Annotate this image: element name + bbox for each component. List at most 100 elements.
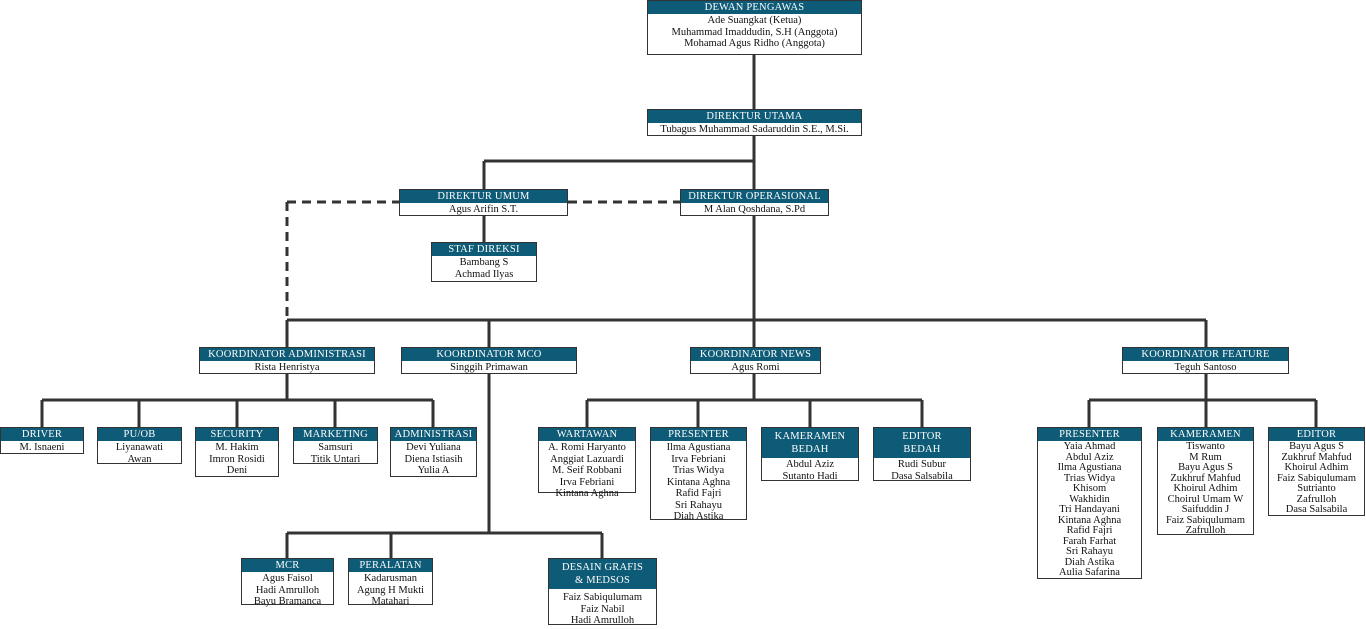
member-name: Faiz Sabiqulumam: [1165, 514, 1246, 526]
node-koordinator-news: KOORDINATOR NEWS Agus Romi: [690, 347, 821, 374]
member-name: Irva Febriani: [671, 453, 726, 465]
member-name: M. Isnaeni: [19, 442, 65, 453]
member-name: Tri Handayani: [1059, 504, 1120, 515]
node-title: KOORDINATOR FEATURE: [1123, 348, 1288, 361]
node-members: Devi Yuliana Diena Istiasih Yulia A: [391, 441, 476, 479]
node-title: DESAIN GRAFIS & MEDSOS: [549, 559, 656, 589]
node-title: DIREKTUR UMUM: [400, 190, 567, 203]
member-name: Dasa Salsabila: [1285, 504, 1348, 515]
member-name: Rafid Fajri: [1066, 525, 1113, 536]
member-name: Liyanawati: [115, 442, 164, 453]
node-members: Bambang S Achmad Ilyas: [432, 256, 536, 282]
member-name: Agus Faisol: [262, 573, 313, 584]
member-name: Khisom: [1072, 483, 1107, 494]
node-members: Kadarusman Agung H Mukti Matahari: [349, 572, 432, 610]
member-name: Diah Astika: [673, 511, 724, 522]
node-title: MARKETING: [294, 428, 377, 441]
node-title: PRESENTER: [651, 428, 746, 441]
node-title: ADMINISTRASI: [391, 428, 476, 441]
member-name: Trias Widya: [672, 465, 725, 476]
node-wartawan: WARTAWAN A. Romi Haryanto Anggiat Lazuar…: [538, 427, 636, 499]
member-name: Farah Farhat: [1062, 535, 1117, 547]
node-members: Rista Henristya: [200, 361, 374, 376]
node-driver: DRIVER M. Isnaeni: [0, 427, 84, 454]
node-direktur-utama: DIREKTUR UTAMA Tubagus Muhammad Sadarudd…: [647, 109, 862, 136]
node-presenter-news: PRESENTER Ilma Agustiana Irva Febriani T…: [650, 427, 747, 522]
node-members: Yaia Ahmad Abdul Aziz Ilma Agustiana Tri…: [1038, 441, 1141, 581]
member-name: Irva Febriani: [559, 476, 615, 488]
member-name: Rudi Subur: [897, 459, 947, 470]
node-koordinator-administrasi: KOORDINATOR ADMINISTRASI Rista Henristya: [199, 347, 375, 374]
member-name: Abdul Aziz: [785, 459, 835, 470]
node-members: Abdul Aziz Sutanto Hadi: [762, 458, 858, 484]
node-members: Teguh Santoso: [1123, 361, 1288, 376]
node-koordinator-mco: KOORDINATOR MCO Singgih Primawan: [401, 347, 577, 374]
node-title: DEWAN PENGAWAS: [648, 1, 861, 14]
member-name: Samsuri: [318, 442, 353, 453]
member-name: Teguh Santoso: [1174, 362, 1237, 373]
node-members: Singgih Primawan: [402, 361, 576, 376]
member-name: Sutrianto: [1297, 483, 1336, 494]
node-direktur-operasional: DIREKTUR OPERASIONAL M Alan Qoshdana, S.…: [680, 189, 829, 216]
node-members: M. Isnaeni: [1, 441, 83, 456]
member-name: M Alan Qoshdana, S.Pd: [703, 204, 806, 215]
member-name: Titik Untari: [310, 453, 361, 465]
member-name: M. Seif Robbani: [552, 465, 622, 476]
member-name: Yulia A: [417, 465, 450, 476]
node-members: M. Hakim Imron Rosidi Deni: [196, 441, 278, 479]
node-members: M Alan Qoshdana, S.Pd: [681, 203, 828, 218]
member-name: Bambang S: [459, 257, 509, 268]
node-members: Liyanawati Awan: [98, 441, 181, 467]
node-members: Tubagus Muhammad Sadaruddin S.E., M.Si.: [648, 123, 861, 138]
node-direktur-umum: DIREKTUR UMUM Agus Arifin S.T.: [399, 189, 568, 216]
member-name: Awan: [127, 453, 152, 465]
node-title: KAMERAMEN: [1158, 428, 1253, 441]
node-members: Rudi Subur Dasa Salsabila: [874, 458, 970, 484]
node-presenter-feature: PRESENTER Yaia Ahmad Abdul Aziz Ilma Agu…: [1037, 427, 1142, 579]
node-title: SECURITY: [196, 428, 278, 441]
member-name: Rista Henristya: [254, 362, 320, 373]
member-name: Hadi Amrulloh: [570, 615, 635, 626]
member-name: Hadi Amrulloh: [255, 584, 320, 596]
node-title: DIREKTUR OPERASIONAL: [681, 190, 828, 203]
node-members: Agus Arifin S.T.: [400, 203, 567, 218]
node-title: PU/OB: [98, 428, 181, 441]
member-name: Wakhidin: [1069, 493, 1110, 505]
member-name: Khoirul Adhim: [1284, 462, 1349, 473]
member-name: Zukhruf Mahfud: [1281, 451, 1352, 463]
member-name: Kadarusman: [363, 573, 418, 584]
node-members: Agus Faisol Hadi Amrulloh Bayu Bramanca: [242, 572, 333, 610]
member-name: Kintana Aghna: [666, 476, 731, 488]
member-name: Agus Romi: [731, 362, 780, 373]
node-administrasi: ADMINISTRASI Devi Yuliana Diena Istiasih…: [390, 427, 477, 477]
node-title: PRESENTER: [1038, 428, 1141, 441]
node-title: MCR: [242, 559, 333, 572]
member-name: Trias Widya: [1063, 472, 1116, 484]
node-staf-direksi: STAF DIREKSI Bambang S Achmad Ilyas: [431, 242, 537, 282]
member-name: Zafrulloh: [1185, 525, 1226, 536]
node-title: KOORDINATOR NEWS: [691, 348, 820, 361]
member-name: Faiz Sabiqulumam: [562, 592, 643, 603]
member-name: Bayu Bramanca: [253, 596, 322, 607]
member-name: Muhammad Imaddudin, S.H (Anggota): [671, 26, 838, 38]
node-members: Agus Romi: [691, 361, 820, 376]
member-name: Anggiat Lazuardi: [550, 453, 624, 465]
node-title: KAMERAMEN BEDAH: [762, 428, 858, 458]
node-members: Ilma Agustiana Irva Febriani Trias Widya…: [651, 441, 746, 525]
node-peralatan: PERALATAN Kadarusman Agung H Mukti Matah…: [348, 558, 433, 607]
member-name: Deni: [226, 465, 248, 476]
node-marketing: MARKETING Samsuri Titik Untari: [293, 427, 378, 465]
member-name: A. Romi Haryanto: [548, 442, 626, 453]
node-title: PERALATAN: [349, 559, 432, 572]
member-name: Imron Rosidi: [209, 453, 265, 465]
member-name: Agung H Mukti: [356, 584, 425, 596]
member-name: Khoirul Adhim: [1173, 483, 1238, 494]
member-name: Bayu Agus S: [1289, 441, 1344, 452]
node-kameramen-bedah: KAMERAMEN BEDAH Abdul Aziz Sutanto Hadi: [761, 427, 859, 484]
member-name: Kintana Aghna: [555, 488, 619, 499]
node-desain-grafis-medsos: DESAIN GRAFIS & MEDSOS Faiz Sabiqulumam …: [548, 558, 657, 626]
member-name: Faiz Nabil: [580, 603, 625, 615]
member-name: Tiswanto: [1186, 441, 1225, 452]
node-security: SECURITY M. Hakim Imron Rosidi Deni: [195, 427, 279, 477]
